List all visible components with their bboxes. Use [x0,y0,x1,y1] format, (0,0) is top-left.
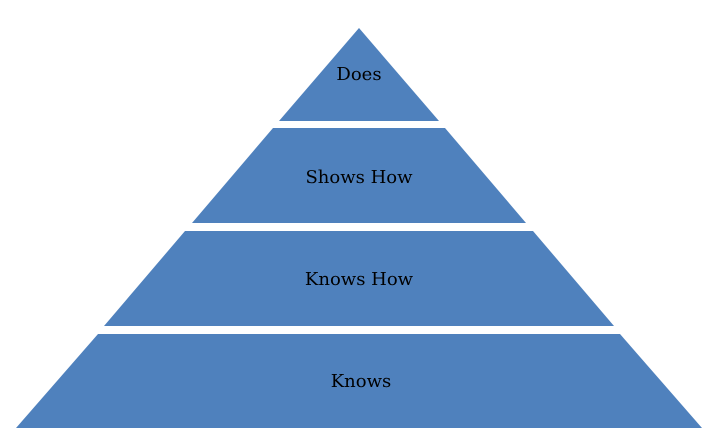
pyramid-label-does: Does [336,64,381,85]
pyramid-label-knows-how: Knows How [305,269,414,290]
pyramid-label-knows: Knows [331,371,392,392]
pyramid-level-knows [16,334,702,428]
pyramid-level-knows-how [104,231,614,326]
pyramid-level-shows-how [192,128,526,223]
pyramid-level-does [279,28,439,121]
pyramid-label-shows-how: Shows How [305,167,413,188]
